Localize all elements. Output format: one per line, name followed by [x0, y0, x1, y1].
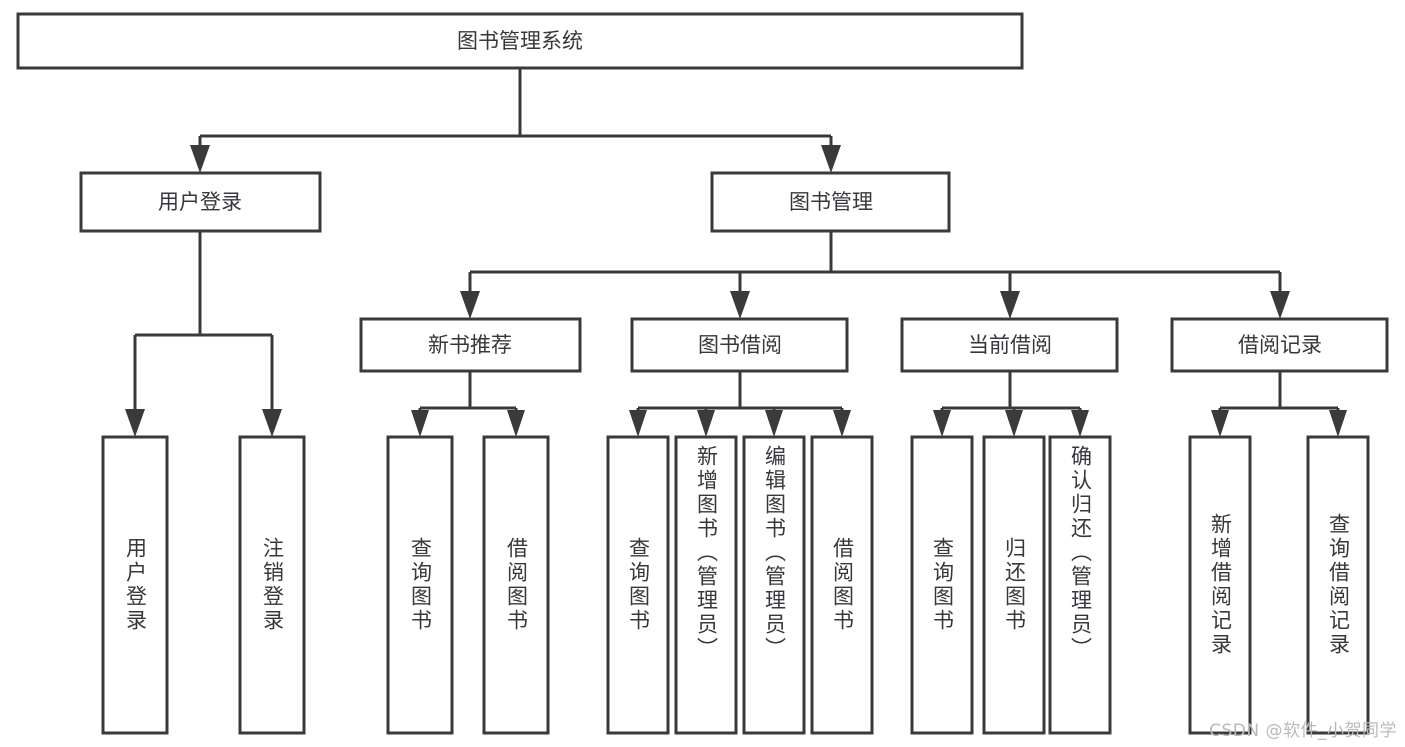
arrow-head-leaf-borrow-book-1 [507, 410, 525, 437]
arrow-head-leaf-query-book-2 [629, 410, 647, 437]
connector-group-user-login [125, 231, 282, 437]
connector-group-current-borrow [933, 371, 1089, 437]
arrow-head-leaf-borrow-book-2 [833, 410, 851, 437]
node-box-book-borrow[interactable] [630, 317, 849, 373]
leaf-box-leaf-add-record[interactable] [1188, 435, 1252, 735]
connector-group-root [190, 68, 841, 173]
leaf-box-leaf-edit-book[interactable] [742, 435, 806, 735]
leaf-box-leaf-query-book-2[interactable] [606, 435, 670, 735]
node-label-book-borrow: 图书借阅 [698, 333, 782, 357]
leaf-box-leaf-borrow-book-2[interactable] [810, 435, 874, 735]
arrow-head-current-borrow [1000, 291, 1020, 319]
csdn-watermark: CSDN @软件_小贺同学 [1209, 721, 1397, 741]
arrow-head-leaf-user-logout [262, 409, 282, 437]
connector-group-new-book-rec [411, 371, 525, 437]
connector-group-book-borrow [629, 371, 851, 437]
leaf-box-leaf-user-login[interactable] [101, 435, 169, 735]
arrow-head-new-book-rec [460, 291, 480, 319]
leaf-box-leaf-user-logout[interactable] [238, 435, 306, 735]
node-box-book-manage[interactable] [710, 171, 951, 233]
leaf-box-leaf-confirm-return[interactable] [1048, 435, 1112, 735]
arrow-head-leaf-user-login [125, 409, 145, 437]
connector-group-book-manage [460, 231, 1290, 319]
arrow-head-leaf-query-book-1 [411, 410, 429, 437]
arrow-head-borrow-record [1270, 291, 1290, 319]
node-boxes: 图书管理系统 用户登录 图书管理 新书推荐 图书借阅 当前借阅 借阅记录 [16, 12, 1389, 373]
leaf-box-leaf-query-record[interactable] [1306, 435, 1370, 735]
arrow-head-book-borrow [730, 291, 750, 319]
leaf-box-leaf-query-book-1[interactable] [386, 435, 454, 735]
node-label-book-manage: 图书管理 [789, 190, 873, 214]
connector-group-borrow-record [1211, 371, 1347, 437]
arrow-head-user-login [190, 145, 210, 173]
arrow-head-leaf-query-record [1329, 410, 1347, 437]
node-label-new-book-rec: 新书推荐 [428, 333, 512, 357]
arrow-head-leaf-edit-book [765, 410, 783, 437]
node-box-borrow-record[interactable] [1170, 317, 1389, 373]
node-box-current-borrow[interactable] [900, 317, 1119, 373]
arrow-head-leaf-add-record [1211, 410, 1229, 437]
leaf-box-leaf-return-book[interactable] [982, 435, 1046, 735]
arrow-head-leaf-add-book [697, 410, 715, 437]
arrow-head-book-manage [821, 145, 841, 173]
node-box-root[interactable] [16, 12, 1024, 70]
leaf-box-leaf-borrow-book-1[interactable] [482, 435, 550, 735]
leaf-box-leaf-add-book[interactable] [674, 435, 738, 735]
leaf-boxes [101, 435, 1370, 735]
node-box-new-book-rec[interactable] [359, 317, 582, 373]
node-label-root: 图书管理系统 [457, 29, 583, 53]
node-label-current-borrow: 当前借阅 [968, 333, 1052, 357]
arrow-head-leaf-query-book-3 [933, 410, 951, 437]
node-label-borrow-record: 借阅记录 [1238, 333, 1322, 357]
arrow-head-leaf-return-book [1005, 410, 1023, 437]
node-label-user-login: 用户登录 [158, 190, 242, 214]
node-box-user-login[interactable] [79, 171, 322, 233]
leaf-box-leaf-query-book-3[interactable] [910, 435, 974, 735]
arrow-head-leaf-confirm-return [1071, 410, 1089, 437]
